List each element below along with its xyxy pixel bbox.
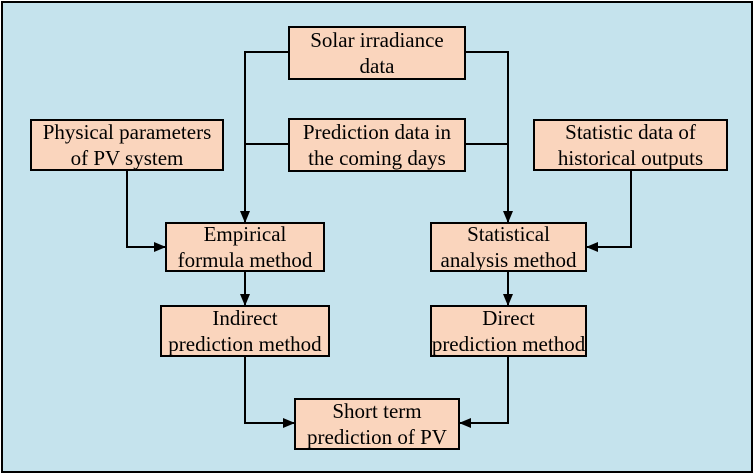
connector-physical-empirical xyxy=(126,170,166,252)
connector-statistic-statistical xyxy=(586,170,632,252)
node-label-line: prediction method xyxy=(431,332,586,356)
node-label-line: the coming days xyxy=(308,146,446,170)
connector-solar-right xyxy=(466,51,513,223)
node-label-line: Prediction data in xyxy=(302,120,452,144)
node-label-line: Empirical xyxy=(203,222,287,246)
connector-indirect-shortterm xyxy=(244,357,295,428)
node-label-line: analysis method xyxy=(440,248,577,272)
node-label-line: prediction of PV xyxy=(307,425,447,449)
connector-solar-left xyxy=(244,51,288,222)
node-label-line: data xyxy=(359,54,395,78)
node-label-line: Indirect xyxy=(212,306,278,330)
node-label-line: Direct xyxy=(482,306,535,330)
node-label-line: of PV system xyxy=(70,146,184,170)
node-label-line: prediction method xyxy=(168,332,322,356)
node-label-line: formula method xyxy=(177,248,313,272)
node-label-line: Short term xyxy=(332,399,422,423)
node-label-line: Statistical xyxy=(467,222,550,246)
node-label-line: Solar irradiance xyxy=(310,28,444,52)
connector-direct-shortterm xyxy=(459,357,509,428)
node-label-line: historical outputs xyxy=(557,146,704,170)
node-label-line: Statistic data of xyxy=(565,120,696,144)
node-label-line: Physical parameters xyxy=(42,120,212,144)
